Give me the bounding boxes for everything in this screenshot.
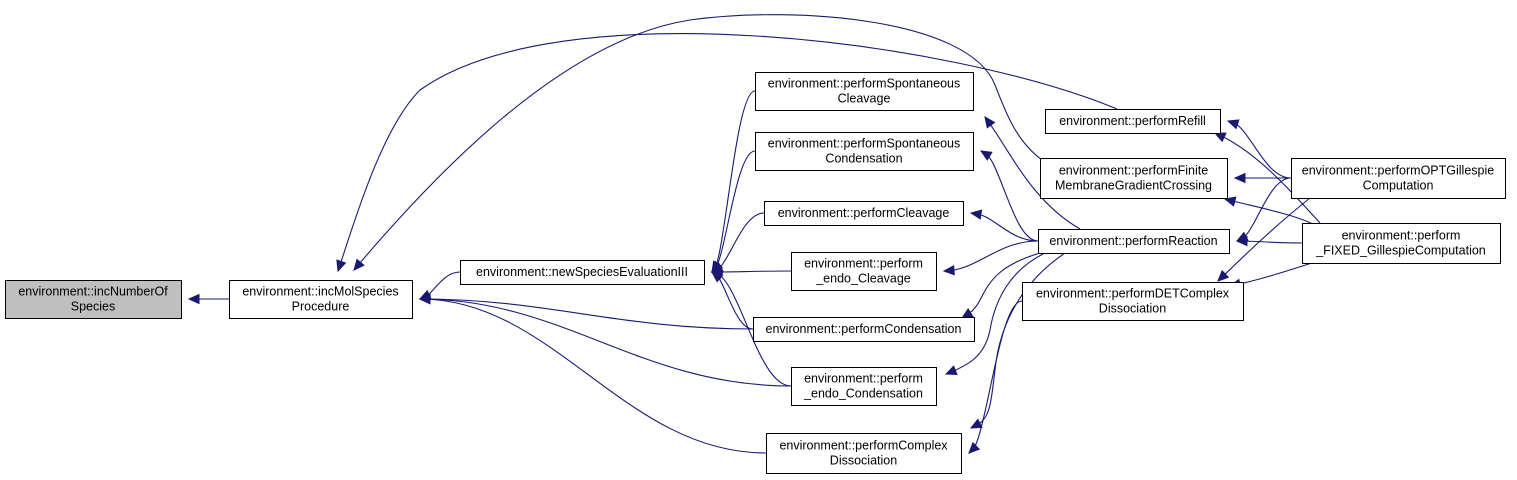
node-label: environment::performSpontaneous: [768, 137, 960, 151]
node-label: environment::performOPTGillespie: [1302, 164, 1494, 178]
node-box[interactable]: [229, 280, 413, 319]
node-label: Procedure: [292, 300, 350, 314]
node-label: environment::performDETComplex: [1036, 287, 1230, 301]
node-performOPTGillespieComputation[interactable]: environment::performOPTGillespieComputat…: [1291, 158, 1506, 199]
arrowhead-performComplexDissociation: [969, 418, 983, 429]
node-label: environment::performSpontaneous: [768, 77, 960, 91]
arrowhead-performSpontaneousCondensation: [979, 150, 993, 161]
node-label: environment::perform: [1342, 229, 1461, 243]
node-label: environment::incMolSpecies: [242, 285, 398, 299]
node-performRefill[interactable]: environment::performRefill: [1045, 109, 1221, 134]
edge-performOPTGillespieComputation-to-performReaction: [1236, 177, 1292, 242]
arrowhead-performRefill: [1226, 119, 1240, 130]
nodes-layer: environment::incNumberOfSpeciesenvironme…: [5, 72, 1506, 474]
node-label: environment::performReaction: [1049, 234, 1217, 248]
node-box[interactable]: [764, 201, 964, 226]
node-perform_endo_Cleavage[interactable]: environment::perform_endo_Cleavage: [791, 252, 937, 291]
arrowhead-performFiniteMembraneGradientCrossing: [1223, 196, 1237, 207]
node-perform_endo_Condensation[interactable]: environment::perform_endo_Condensation: [791, 367, 937, 406]
node-label: Condensation: [825, 152, 902, 166]
edge-performOPTGillespieComputation-to-performDETComplexDissociation: [1217, 197, 1311, 282]
edge-perform_endo_Condensation-to-incMolSpeciesProcedure: [419, 298, 792, 387]
node-label: environment::performCondensation: [766, 322, 962, 336]
node-box[interactable]: [753, 317, 975, 342]
node-box[interactable]: [766, 433, 962, 474]
node-box[interactable]: [1022, 282, 1244, 321]
edge-performReaction-to-performSpontaneousCondensation: [980, 150, 1039, 242]
node-performFiniteMembraneGradientCrossing[interactable]: environment::performFiniteMembraneGradie…: [1040, 158, 1228, 199]
edge-performReaction-to-perform_endo_Condensation: [945, 252, 1046, 375]
node-label: environment::perform: [804, 257, 923, 271]
node-performSpontaneousCondensation[interactable]: environment::performSpontaneousCondensat…: [755, 132, 974, 171]
node-performCondensation[interactable]: environment::performCondensation: [753, 317, 975, 342]
arrowhead-incNumberOfSpecies: [187, 293, 200, 305]
arrowhead-perform_endo_Cleavage: [942, 264, 955, 276]
node-performCleavage[interactable]: environment::performCleavage: [764, 201, 964, 226]
node-box[interactable]: [1038, 229, 1230, 254]
edge-performFiniteMembraneGradientCrossing-to-incMolSpeciesProcedure: [353, 14, 1043, 271]
edge-performComplexDissociation-to-incMolSpeciesProcedure: [419, 298, 767, 454]
node-label: environment::perform: [804, 372, 923, 386]
edge-performCleavage-to-newSpeciesEvaluationIII: [711, 212, 765, 273]
node-label: _FIXED_GillespieComputation: [1315, 244, 1486, 258]
arrowhead-incMolSpeciesProcedure: [418, 293, 431, 305]
edge-performReaction-to-performSpontaneousCleavage: [984, 116, 1081, 230]
node-label: environment::performRefill: [1059, 114, 1206, 128]
node-label: environment::performCleavage: [778, 206, 950, 220]
edge-performRefill-to-incMolSpeciesProcedure: [337, 33, 1118, 272]
node-label: environment::incNumberOf: [18, 285, 168, 299]
node-label: Dissociation: [1099, 302, 1166, 316]
arrowhead-performRefill: [1213, 132, 1227, 143]
edge-performReaction-to-performComplexDissociation: [970, 252, 1066, 429]
node-box[interactable]: [1040, 158, 1228, 199]
arrowhead-performReaction: [1235, 235, 1248, 247]
arrowhead-performComplexDissociation: [968, 441, 981, 454]
node-label: MembraneGradientCrossing: [1055, 179, 1212, 193]
node-performDETComplexDissociation[interactable]: environment::performDETComplexDissociati…: [1022, 282, 1244, 321]
node-label: environment::newSpeciesEvaluationIII: [476, 265, 688, 279]
edge-performSpontaneousCondensation-to-newSpeciesEvaluationIII: [711, 150, 756, 273]
arrowhead-performFiniteMembraneGradientCrossing: [1233, 172, 1246, 184]
arrowhead-newSpeciesEvaluationIII: [710, 270, 724, 281]
arrowhead-performCleavage: [969, 209, 983, 220]
node-box[interactable]: [791, 367, 937, 406]
node-performReaction[interactable]: environment::performReaction: [1038, 229, 1230, 254]
node-label: environment::performFinite: [1059, 164, 1208, 178]
arrowhead-incMolSpeciesProcedure: [353, 258, 365, 271]
edge-performCondensation-to-incMolSpeciesProcedure: [419, 298, 754, 330]
node-perform_FIXED_GillespieComputation[interactable]: environment::perform_FIXED_GillespieComp…: [1302, 223, 1501, 264]
node-label: _endo_Condensation: [803, 387, 923, 401]
node-label: environment::performComplex: [779, 439, 948, 453]
node-label: Cleavage: [838, 92, 891, 106]
arrowhead-performDETComplexDissociation: [1217, 269, 1230, 282]
node-box[interactable]: [1045, 109, 1221, 134]
node-box[interactable]: [460, 260, 705, 285]
edge-performOPTGillespieComputation-to-performRefill: [1227, 120, 1292, 179]
node-box[interactable]: [755, 72, 974, 111]
node-label: Computation: [1363, 179, 1434, 193]
node-newSpeciesEvaluationIII[interactable]: environment::newSpeciesEvaluationIII: [460, 260, 705, 285]
edges-layer: [187, 14, 1321, 454]
arrowhead-performCondensation: [960, 307, 974, 319]
arrowhead-perform_endo_Condensation: [944, 365, 958, 376]
node-box[interactable]: [1291, 158, 1506, 199]
node-box[interactable]: [1302, 223, 1501, 264]
node-box[interactable]: [5, 280, 182, 319]
edge-perform_endo_Cleavage-to-newSpeciesEvaluationIII: [711, 270, 792, 273]
arrowhead-performSpontaneousCleavage: [984, 116, 996, 129]
node-label: _endo_Cleavage: [815, 272, 911, 286]
node-box[interactable]: [755, 132, 974, 171]
edge-performDETComplexDissociation-to-performComplexDissociation: [968, 300, 1023, 454]
edge-perform_FIXED_GillespieComputation-to-performRefill: [1214, 132, 1321, 224]
node-box[interactable]: [791, 252, 937, 291]
node-label: Dissociation: [830, 454, 897, 468]
arrowhead-incMolSpeciesProcedure: [336, 259, 347, 273]
node-label: Species: [71, 300, 115, 314]
